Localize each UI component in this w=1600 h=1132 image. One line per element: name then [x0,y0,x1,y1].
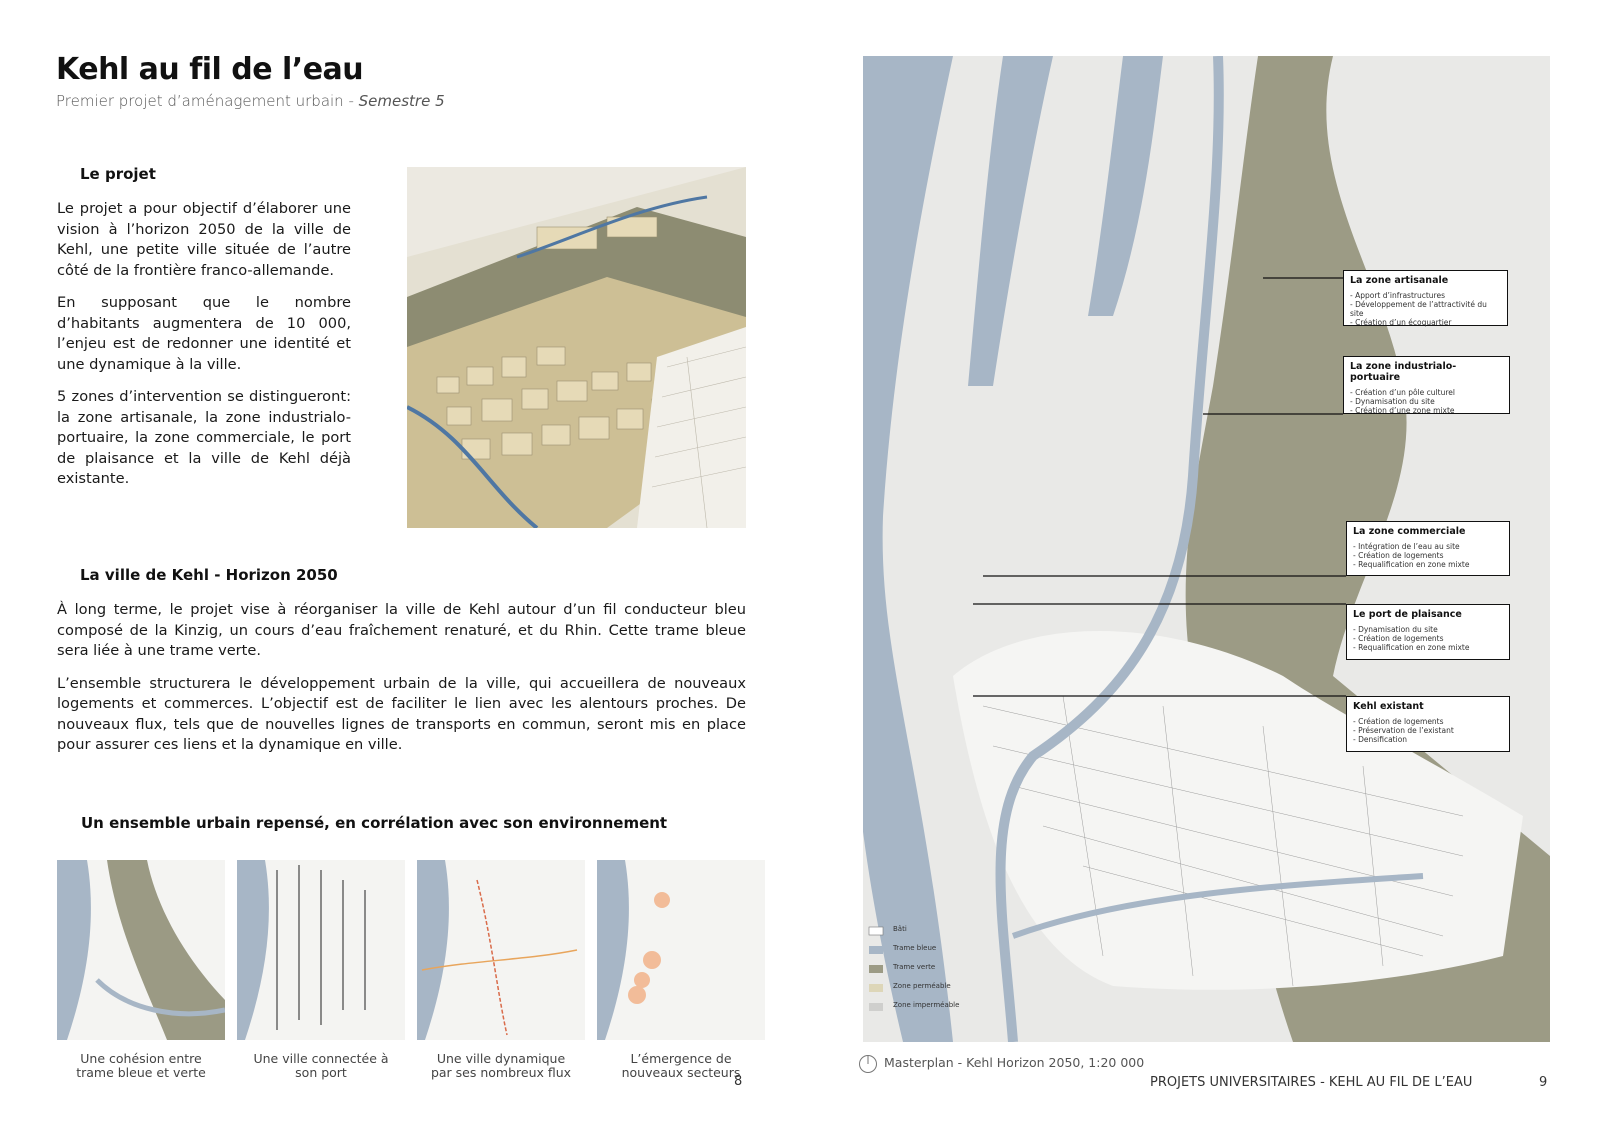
masterplan-map: La zone artisanale - Apport d’infrastruc… [863,56,1550,1042]
legend-zone-impermeable: Zone imperméable [893,1001,960,1009]
north-arrow-icon [858,1054,878,1074]
callout-zone-commerciale: La zone commerciale - Intégration de l’e… [1346,521,1510,576]
callout-kehl-existant: Kehl existant - Création de logements- P… [1346,696,1510,752]
callout-zone-artisanale: La zone artisanale - Apport d’infrastruc… [1343,270,1508,327]
page-subtitle: Premier projet d’aménagement urbain - Se… [56,92,445,110]
diagram-secteurs [597,860,765,1040]
legend-bati: Bâti [893,925,907,933]
callout-port-plaisance: Le port de plaisance - Dynamisation du s… [1346,604,1510,660]
legend-zone-permeable: Zone perméable [893,982,951,990]
section-heading-projet: Le projet [80,165,156,183]
model-photo [407,167,746,528]
callout-zone-industrialo-portuaire: La zone industrialo-portuaire - Création… [1343,356,1510,415]
projet-text: Le projet a pour objectif d’élaborer une… [57,200,351,487]
running-footer: PROJETS UNIVERSITAIRES - KEHL AU FIL DE … [1150,1075,1473,1090]
section-heading-ville: La ville de Kehl - Horizon 2050 [80,566,338,584]
legend-trame-bleue: Trame bleue [893,944,937,952]
map-caption: Masterplan - Kehl Horizon 2050, 1:20 000 [884,1055,1145,1070]
diagram-flux [417,860,585,1040]
section-heading-ensemble: Un ensemble urbain repensé, en corrélati… [81,814,668,832]
ville-text: À long terme, le projet vise à réorganis… [57,601,746,753]
page-number-left: 8 [734,1074,743,1089]
page-title: Kehl au fil de l’eau [56,52,364,87]
legend-trame-verte: Trame verte [893,963,936,971]
diagram-port [237,860,405,1040]
page-number-right: 9 [1539,1075,1548,1090]
diagram-blue-green [57,860,225,1040]
